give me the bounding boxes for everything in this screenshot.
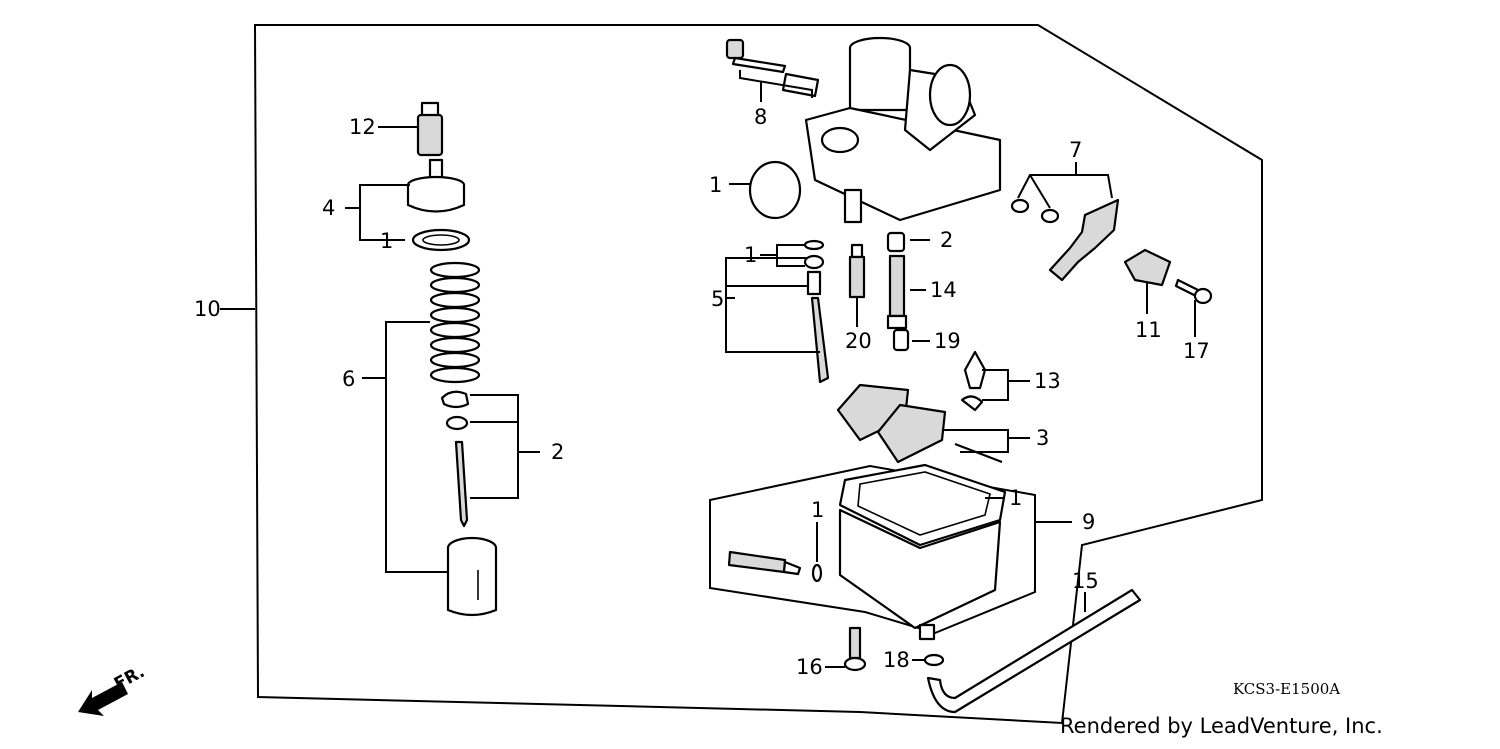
part-spring[interactable]: [429, 261, 481, 384]
leader-6: [362, 321, 448, 573]
callout-20[interactable]: 20: [845, 329, 872, 353]
part-needle-jet-holder[interactable]: [848, 243, 866, 299]
callout-12[interactable]: 12: [349, 115, 376, 139]
callout-8[interactable]: 8: [754, 105, 767, 129]
part-float-valve[interactable]: [960, 350, 987, 412]
callout-9[interactable]: 9: [1082, 510, 1095, 534]
part-top-cap[interactable]: [406, 158, 466, 213]
part-needle-clip[interactable]: [440, 390, 470, 409]
part-tube-clip[interactable]: [923, 653, 945, 667]
callout-10[interactable]: 10: [194, 297, 221, 321]
part-choke-block[interactable]: [1123, 248, 1172, 287]
leader-3: [944, 429, 1030, 453]
callout-13[interactable]: 13: [1034, 369, 1061, 393]
part-drain-screw[interactable]: [727, 550, 823, 583]
part-oring[interactable]: [411, 228, 471, 252]
leader-4: [345, 184, 410, 241]
part-throttle-slide[interactable]: [446, 536, 498, 617]
callout-18[interactable]: 18: [883, 648, 910, 672]
part-drain-tube[interactable]: [926, 588, 1142, 714]
part-float[interactable]: [836, 383, 1003, 464]
part-chamber-screw[interactable]: [843, 626, 867, 672]
part-float-chamber[interactable]: [838, 463, 1007, 641]
leader-8: [739, 70, 813, 102]
leader-13: [982, 369, 1030, 401]
assembly-boundary: [253, 24, 1263, 725]
leader-5: [725, 257, 820, 353]
part-cap-cover[interactable]: [416, 101, 444, 157]
callout-15[interactable]: 15: [1072, 569, 1099, 593]
part-air-screw[interactable]: [725, 38, 820, 98]
callout-1-body[interactable]: 1: [709, 173, 722, 197]
part-washer[interactable]: [445, 415, 469, 431]
callout-14[interactable]: 14: [930, 278, 957, 302]
callout-1-gasket[interactable]: 1: [1009, 486, 1022, 510]
callout-5[interactable]: 5: [711, 287, 724, 311]
callout-1-chamber[interactable]: 1: [811, 498, 824, 522]
callout-6[interactable]: 6: [342, 367, 355, 391]
part-main-jet-stack[interactable]: [886, 231, 910, 352]
callout-7[interactable]: 7: [1069, 138, 1082, 162]
callout-17[interactable]: 17: [1183, 339, 1210, 363]
part-jet-needle[interactable]: [454, 440, 469, 528]
part-body-oring[interactable]: [748, 160, 802, 220]
front-arrow: FR.: [78, 662, 148, 716]
callout-3[interactable]: 3: [1036, 426, 1049, 450]
diagram-code: KCS3-E1500A: [1233, 680, 1340, 698]
callout-11[interactable]: 11: [1135, 318, 1162, 342]
part-pilot-screw[interactable]: [803, 239, 830, 384]
leader-1-pilot: [760, 244, 805, 267]
callout-1-pilot[interactable]: 1: [744, 243, 757, 267]
part-carburetor-body[interactable]: [804, 36, 1002, 224]
render-credit: Rendered by LeadVenture, Inc.: [1060, 714, 1383, 738]
part-oring-inner: [422, 234, 460, 246]
part-choke-lever[interactable]: [1010, 198, 1120, 282]
leader-2-left: [470, 394, 540, 499]
part-choke-bolt[interactable]: [1174, 278, 1213, 305]
callout-16[interactable]: 16: [796, 655, 823, 679]
callout-2-left[interactable]: 2: [551, 440, 564, 464]
callout-2-center[interactable]: 2: [940, 228, 953, 252]
callout-19[interactable]: 19: [934, 329, 961, 353]
callout-4[interactable]: 4: [322, 196, 335, 220]
callout-1-left[interactable]: 1: [380, 229, 393, 253]
leader-7: [1017, 162, 1113, 209]
